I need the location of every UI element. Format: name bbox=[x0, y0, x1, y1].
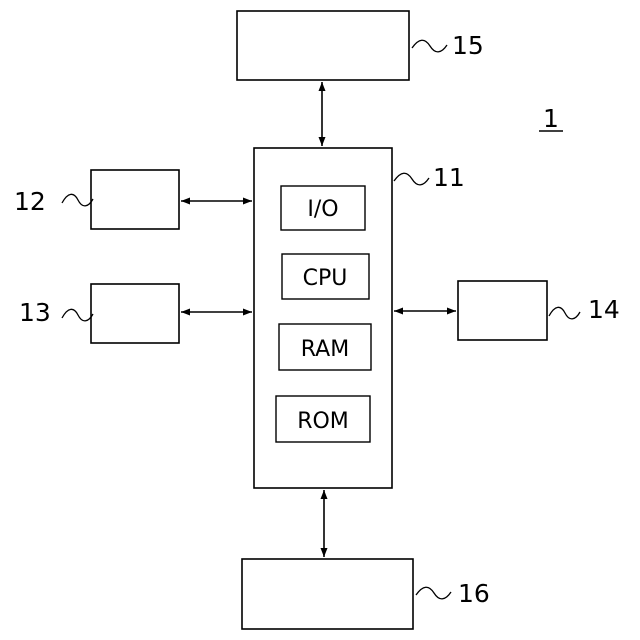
rom-block: ROM bbox=[276, 396, 370, 442]
unit-13: 13 bbox=[19, 284, 179, 343]
unit-16-box bbox=[242, 559, 413, 629]
unit-12-box bbox=[91, 170, 179, 229]
ram-block-label: RAM bbox=[301, 337, 349, 362]
controller-11: 11 I/O CPU RAM ROM bbox=[254, 148, 465, 488]
system-reference: 1 bbox=[539, 104, 563, 133]
unit-16: 16 bbox=[242, 559, 490, 629]
unit-14-box bbox=[458, 281, 547, 340]
unit-13-ref: 13 bbox=[19, 298, 51, 327]
unit-15-ref: 15 bbox=[452, 31, 484, 60]
cpu-block: CPU bbox=[282, 254, 369, 299]
unit-15-leader bbox=[412, 40, 447, 52]
controller-11-ref: 11 bbox=[433, 163, 465, 192]
unit-14: 14 bbox=[458, 281, 620, 340]
unit-12-leader bbox=[62, 194, 93, 206]
unit-16-leader bbox=[416, 587, 451, 599]
unit-12-ref: 12 bbox=[14, 187, 46, 216]
unit-15: 15 bbox=[237, 11, 484, 80]
controller-11-leader bbox=[394, 173, 429, 185]
unit-13-leader bbox=[62, 309, 93, 321]
unit-15-box bbox=[237, 11, 409, 80]
unit-14-leader bbox=[549, 307, 580, 319]
io-block-label: I/O bbox=[307, 197, 338, 222]
rom-block-label: ROM bbox=[297, 409, 349, 434]
unit-13-box bbox=[91, 284, 179, 343]
unit-12: 12 bbox=[14, 170, 179, 229]
unit-16-ref: 16 bbox=[458, 579, 490, 608]
ram-block: RAM bbox=[279, 324, 371, 370]
system-ref-label: 1 bbox=[543, 104, 559, 133]
unit-14-ref: 14 bbox=[588, 295, 620, 324]
io-block: I/O bbox=[281, 186, 365, 230]
cpu-block-label: CPU bbox=[303, 266, 348, 291]
